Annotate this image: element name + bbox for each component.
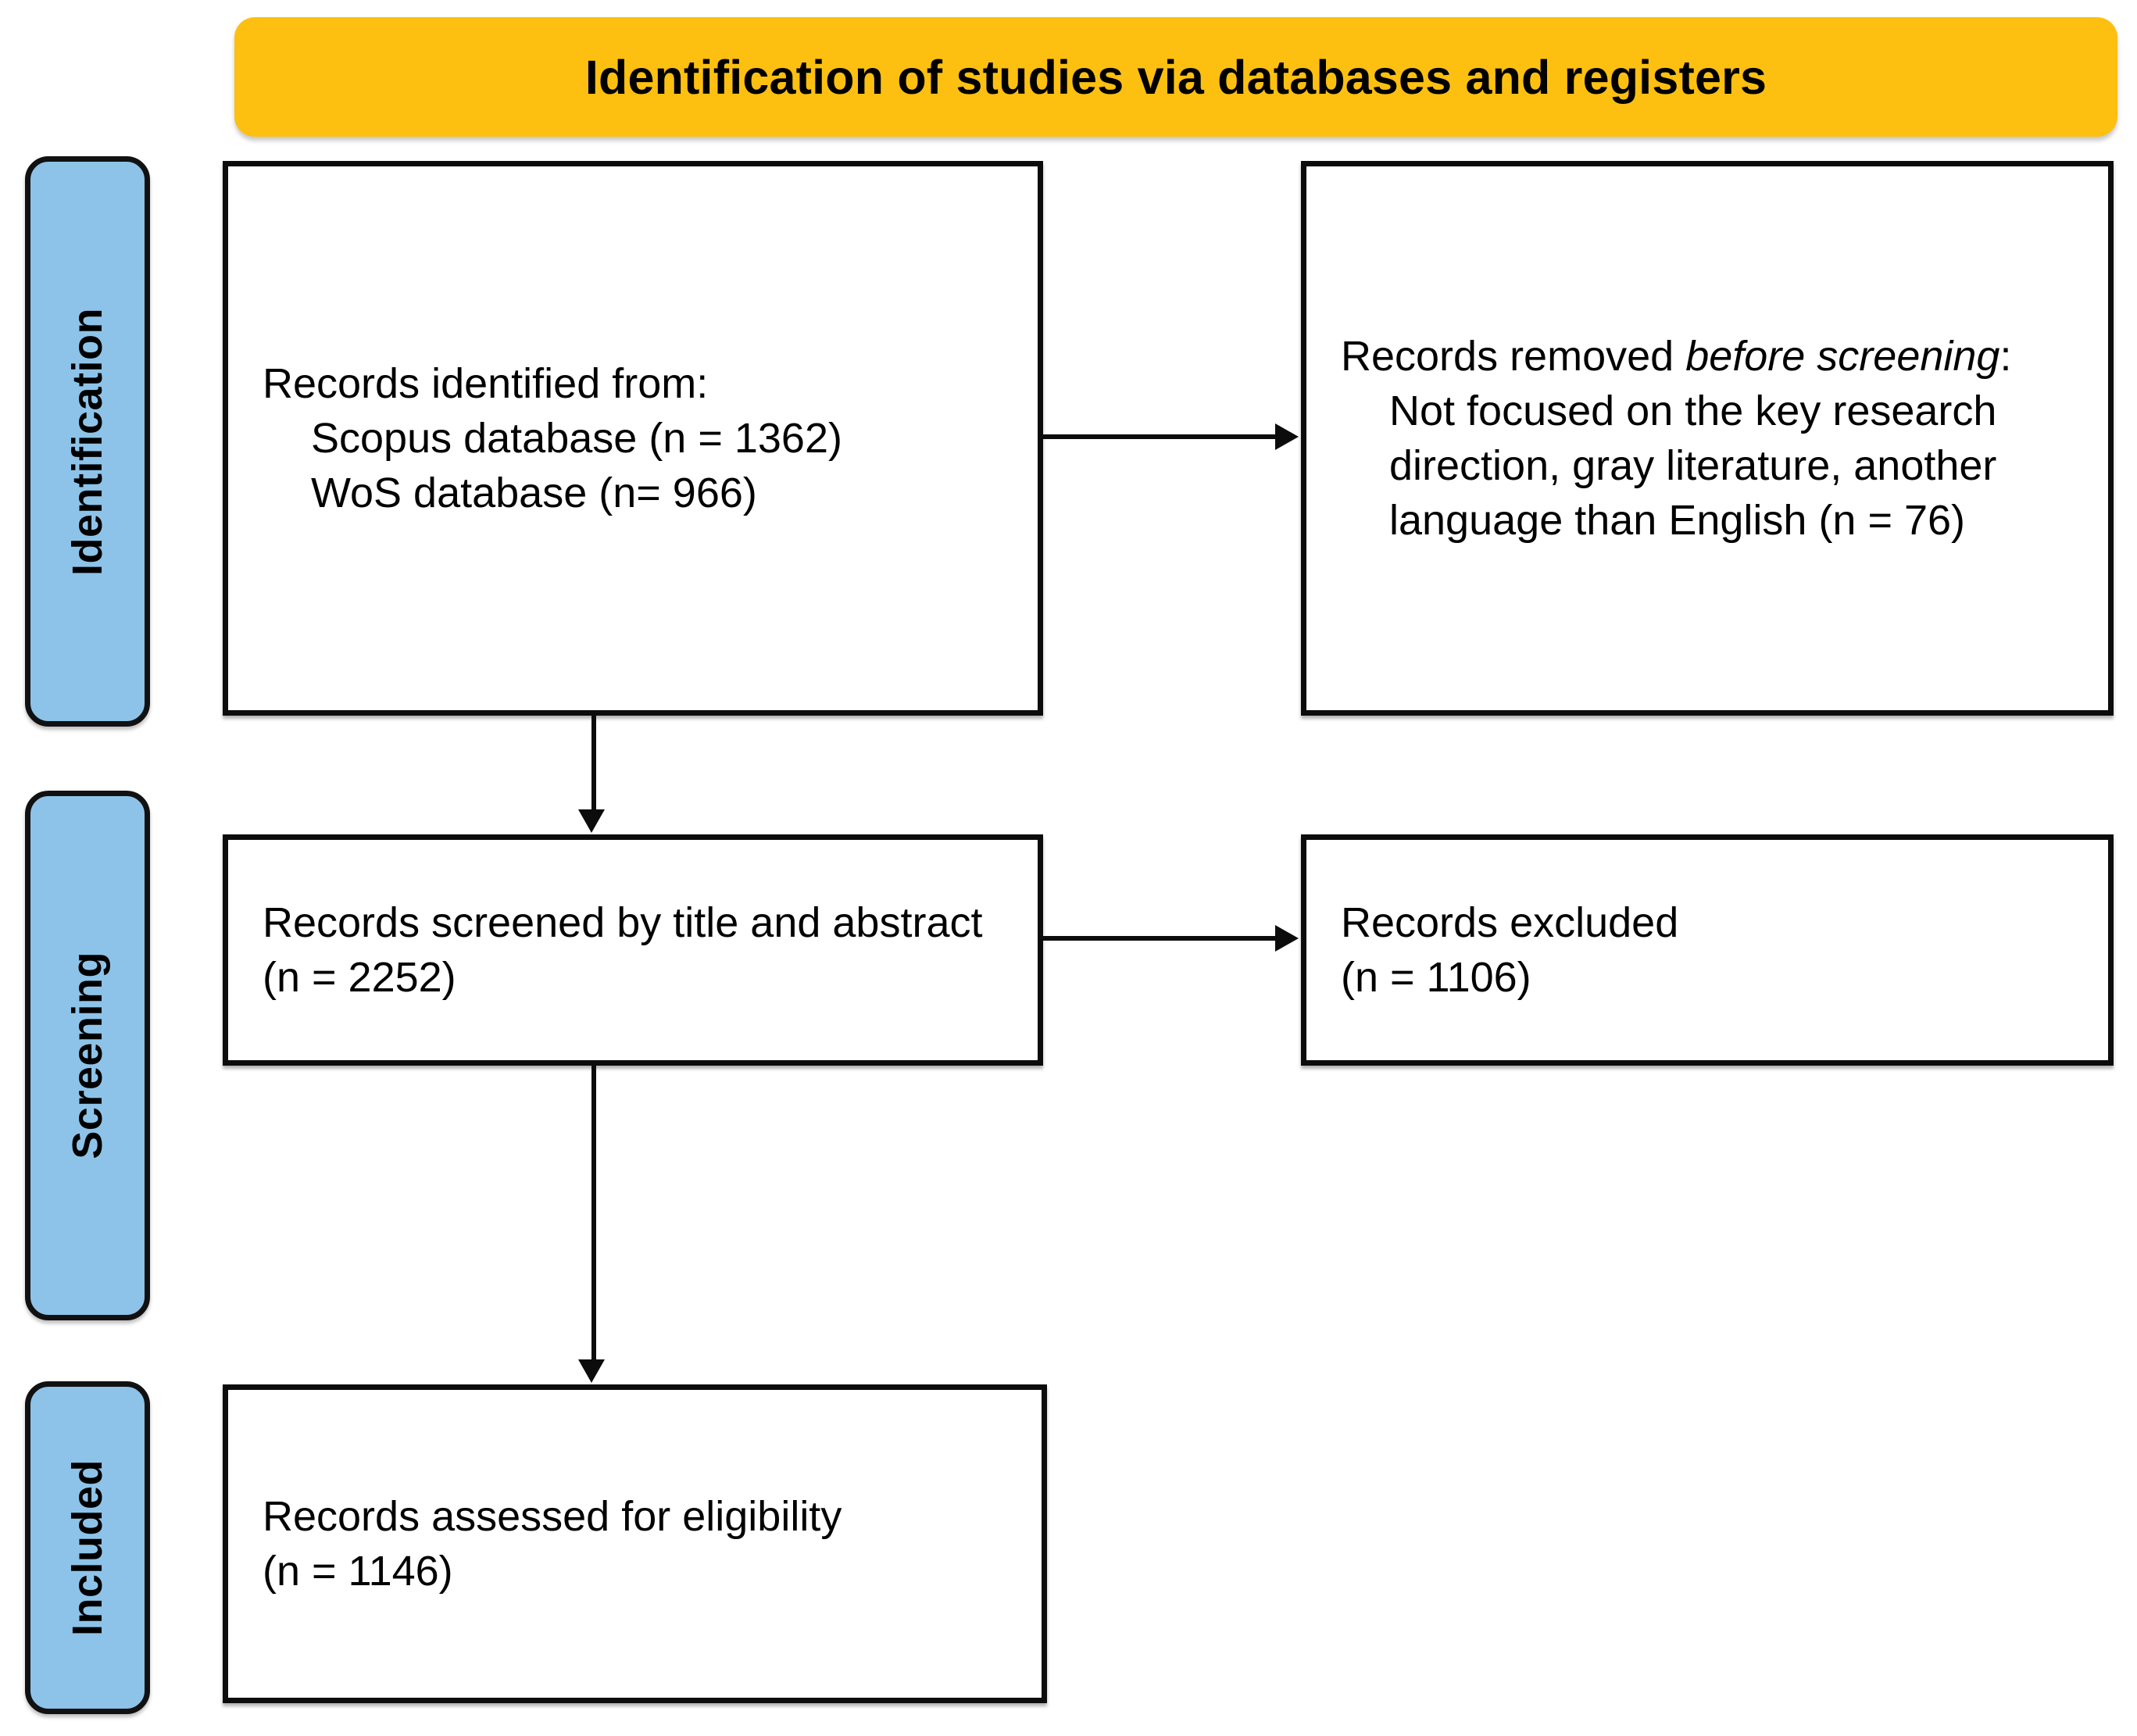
connector-screened-to-excluded [1043, 936, 1278, 941]
banner-title: Identification of studies via databases … [584, 50, 1767, 104]
connector-screened-to-assessed [591, 1065, 596, 1362]
records-excluded-count: (n = 1106) [1341, 954, 1531, 1001]
box-records-identified: Records identified from: Scopus database… [223, 161, 1043, 716]
records-removed-heading-suffix: : [1999, 332, 2012, 380]
connector-identified-to-removed [1043, 434, 1278, 439]
records-identified-source-wos: WoS database (n= 966) [311, 470, 757, 517]
arrow-down-icon [578, 809, 605, 833]
box-records-assessed: Records assessed for eligibility (n = 11… [223, 1384, 1047, 1703]
records-identified-heading: Records identified from: [263, 359, 709, 407]
arrow-right-icon [1275, 423, 1299, 450]
stage-label-identification: Identification [25, 156, 150, 727]
records-removed-heading: Records removed before screening: [1341, 329, 2074, 384]
records-excluded-label: Records excluded [1341, 898, 1679, 946]
records-removed-heading-italic: before screening [1685, 332, 2000, 380]
stage-label-included-text: Included [64, 1459, 111, 1636]
records-assessed-count: (n = 1146) [263, 1548, 453, 1595]
records-assessed-label: Records assessed for eligibility [263, 1492, 842, 1540]
arrow-down-icon [578, 1359, 605, 1383]
box-records-excluded: Records excluded (n = 1106) [1301, 834, 2114, 1066]
records-removed-heading-prefix: Records removed [1341, 332, 1686, 380]
stage-label-screening: Screening [25, 791, 150, 1320]
stage-label-included: Included [25, 1381, 150, 1714]
connector-identified-to-screened [591, 713, 596, 814]
box-records-screened: Records screened by title and abstract (… [223, 834, 1043, 1066]
arrow-right-icon [1275, 925, 1299, 952]
records-screened-label: Records screened by title and abstract [263, 898, 983, 946]
diagram-banner: Identification of studies via databases … [234, 17, 2117, 137]
records-removed-reasons: Not focused on the key research directio… [1389, 387, 1997, 545]
records-screened-count: (n = 2252) [263, 954, 456, 1001]
box-records-removed: Records removed before screening: Not fo… [1301, 161, 2114, 716]
stage-label-identification-text: Identification [64, 307, 111, 576]
stage-label-screening-text: Screening [64, 952, 111, 1159]
records-identified-source-scopus: Scopus database (n = 1362) [311, 414, 842, 462]
